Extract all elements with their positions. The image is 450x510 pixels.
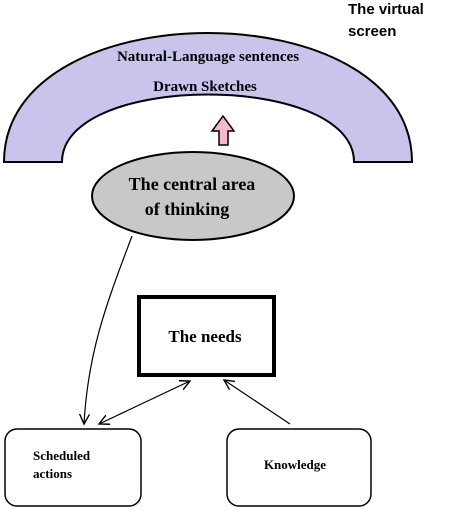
scheduled-line-1: Scheduled [33, 448, 91, 463]
scheduled-line-2: actions [33, 466, 72, 481]
central-to-scheduled-arrow [84, 235, 133, 424]
title-line-2: screen [348, 23, 396, 40]
arc-line-2: Drawn Sketches [153, 79, 257, 95]
arc-line-1: Natural-Language sentences [117, 49, 299, 65]
needs-box [137, 295, 276, 377]
title-line-1: The virtual [348, 1, 424, 18]
central-area-ellipse [91, 151, 295, 241]
up-arrow [210, 114, 236, 146]
scheduled-actions-box [4, 428, 142, 507]
virtual-screen-arc [2, 32, 414, 163]
knowledge-needs-arrow [224, 380, 291, 425]
knowledge-box [226, 428, 372, 507]
needs-label: The needs [168, 327, 242, 346]
knowledge-label: Knowledge [264, 457, 326, 472]
scheduled-needs-arrow [99, 381, 190, 424]
central-line-1: The central area [129, 174, 256, 194]
central-line-2: of thinking [145, 199, 230, 219]
